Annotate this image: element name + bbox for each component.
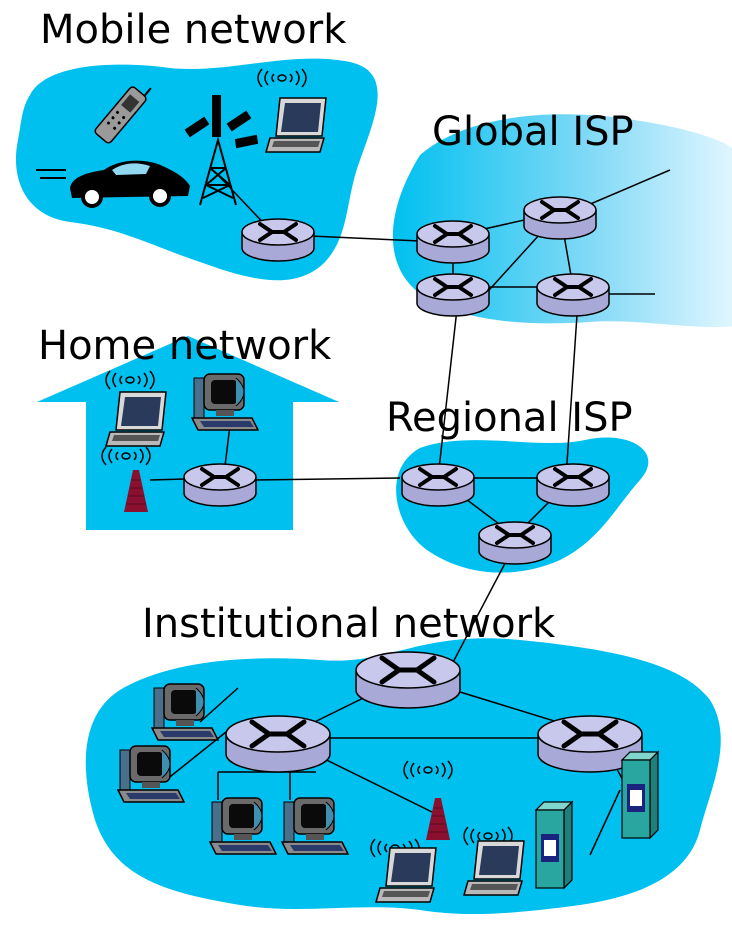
router-icon <box>182 462 258 508</box>
router-icon <box>356 652 460 708</box>
home-network-label: Home network <box>38 323 332 369</box>
cellphone-icon <box>94 86 152 144</box>
regional-isp-label: Regional ISP <box>386 395 633 441</box>
router-icon <box>400 462 476 508</box>
institutional-network-label: Institutional network <box>142 601 556 647</box>
router-icon <box>226 716 330 772</box>
global-isp-label: Global ISP <box>432 109 634 155</box>
router-icon <box>522 195 598 241</box>
mobile-network-label: Mobile network <box>40 7 347 53</box>
router-icon <box>415 272 491 318</box>
mobile-network-cloud <box>15 58 378 281</box>
router-icon <box>415 219 491 265</box>
router-icon <box>535 462 611 508</box>
car-icon <box>36 160 190 208</box>
server-icon <box>535 801 573 889</box>
server-icon <box>621 751 659 839</box>
cell-tower-icon <box>184 95 259 206</box>
router-icon <box>477 520 553 566</box>
router-icon <box>535 272 611 318</box>
router-icon <box>240 217 316 263</box>
home-network-house <box>37 336 339 530</box>
